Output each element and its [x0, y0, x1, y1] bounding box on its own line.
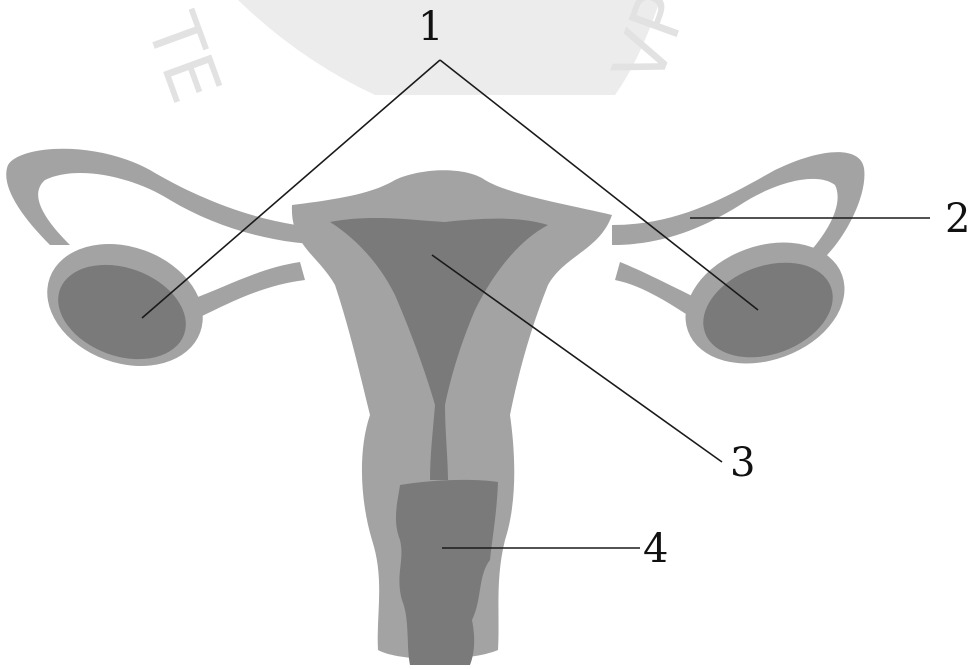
- label-3: 3: [730, 440, 755, 486]
- left-ovarian-ligament: [190, 262, 305, 318]
- right-fallopian-tube: [612, 152, 864, 262]
- label-1: 1: [418, 4, 443, 50]
- right-ovarian-ligament: [615, 262, 700, 318]
- label-4: 4: [643, 526, 668, 572]
- left-fallopian-tube: [6, 149, 335, 245]
- watermark-left-text: TE: [130, 2, 237, 113]
- label-2: 2: [945, 196, 970, 242]
- watermark-shape: [238, 0, 660, 95]
